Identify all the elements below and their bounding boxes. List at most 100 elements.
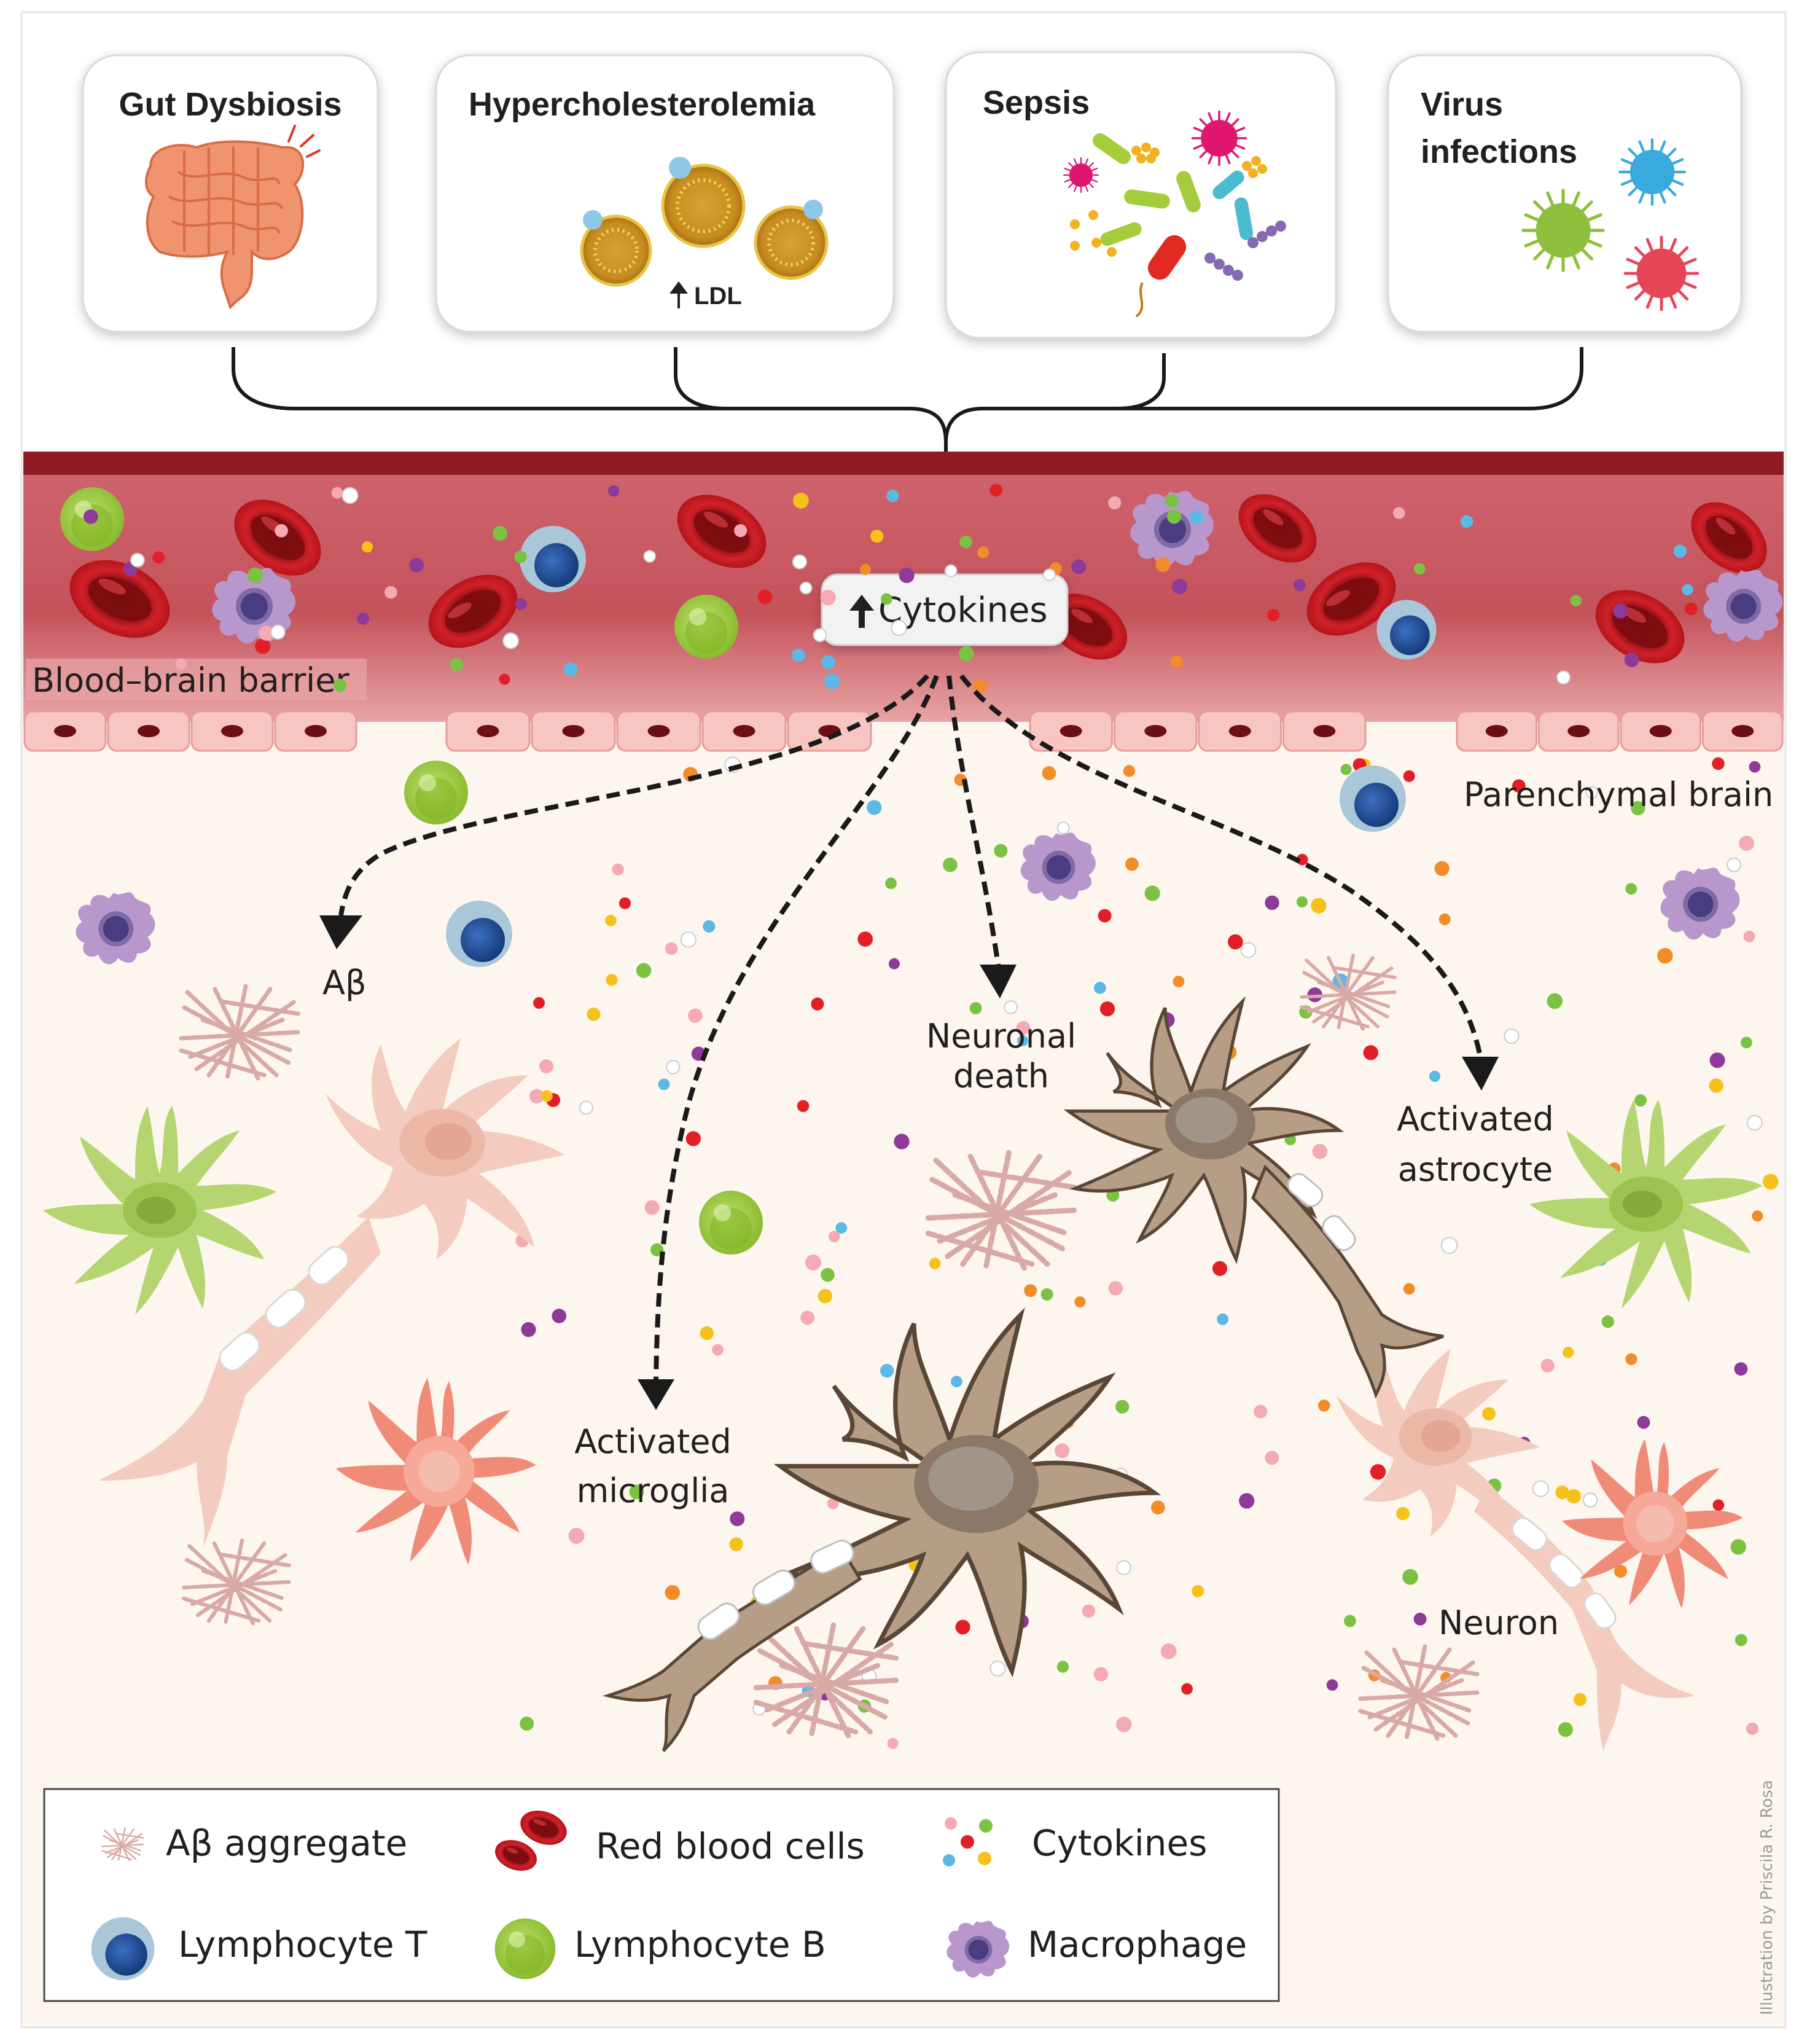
cytokine-particle xyxy=(959,535,972,549)
gut-dysbiosis-title: Gut Dysbiosis xyxy=(119,86,341,123)
cytokine-particle xyxy=(1625,1353,1637,1365)
neuron-axon xyxy=(1474,1487,1695,1751)
cytokine-particle xyxy=(1402,1568,1418,1585)
cytokine-particle xyxy=(958,646,974,662)
cytokine-particle xyxy=(331,487,343,499)
legend-lymphocyte-b-icon xyxy=(494,1918,556,1979)
cytokine-particle xyxy=(1762,1173,1779,1190)
cytokine-particle xyxy=(835,1222,848,1234)
cytokine-particle xyxy=(643,550,657,563)
cytokine-particle xyxy=(521,1322,536,1337)
cytokine-particle xyxy=(1749,761,1761,773)
cytokine-particle xyxy=(1685,602,1698,616)
cytokine-particle xyxy=(977,546,989,558)
neuronal-death-label-line2: death xyxy=(953,1057,1049,1095)
cytokine-particle xyxy=(1370,1464,1386,1480)
cytokine-particle xyxy=(1504,1028,1520,1044)
cytokine-particle xyxy=(665,1584,681,1600)
cytokine-particle xyxy=(797,1100,810,1113)
endothelial-nucleus xyxy=(1060,725,1082,737)
cytokine-particle xyxy=(929,1258,941,1269)
cytokine-particle xyxy=(1042,766,1056,780)
cytokine-particle xyxy=(619,897,631,909)
cytokine-particle xyxy=(1582,1492,1598,1508)
cytokine-particle xyxy=(259,625,275,641)
cytokine-particle xyxy=(1318,1400,1330,1412)
cytokine-particle xyxy=(1093,1667,1109,1682)
activated-astrocyte-label-line1: Activated xyxy=(1397,1100,1554,1138)
cytokine-particle xyxy=(1116,1560,1131,1576)
ldl-particles-icon xyxy=(580,157,829,287)
cytokine-particle xyxy=(1438,913,1451,925)
neuronal-death-label-line1: Neuronal xyxy=(926,1017,1076,1055)
endothelial-nucleus xyxy=(1228,725,1251,737)
cytokine-particle xyxy=(1743,930,1755,942)
cytokine-particle xyxy=(520,1717,534,1731)
legend-lymphocyte-t-icon xyxy=(91,1917,155,1981)
cytokine-particle xyxy=(943,857,958,872)
cytokine-particle xyxy=(730,1511,745,1527)
cytokine-particle xyxy=(1171,578,1187,595)
cytokine-particle xyxy=(1734,1362,1748,1376)
cytokine-particle xyxy=(1296,853,1308,866)
legend-lymphocyte-b: Lymphocyte B xyxy=(574,1924,826,1965)
cytokine-particle xyxy=(969,1002,982,1014)
cytokine-particle xyxy=(1746,1722,1759,1735)
bacteria-icon xyxy=(1063,110,1286,318)
cytokine-particle xyxy=(1265,895,1279,910)
cytokine-particle xyxy=(152,551,165,564)
cytokine-particle xyxy=(1746,1114,1763,1131)
cytokine-particle xyxy=(894,1134,910,1149)
cytokine-particles xyxy=(84,484,1779,1749)
cytokine-particle xyxy=(605,914,617,926)
cytokine-particle xyxy=(275,524,288,538)
illustration-credit: Illustration by Priscila R. Rosa xyxy=(1758,1780,1776,2015)
bbb-label-group: Blood–brain barrier xyxy=(26,659,367,700)
cytokine-particle xyxy=(1115,1717,1132,1733)
cytokine-particle xyxy=(493,526,508,541)
cytokine-particle xyxy=(1735,1634,1747,1647)
cytokine-particle xyxy=(891,619,907,636)
cytokine-particle xyxy=(1040,1288,1053,1301)
cytokine-particle xyxy=(1170,656,1183,668)
cytokine-particle xyxy=(1624,652,1639,667)
blood-brain-barrier-label: Blood–brain barrier xyxy=(32,661,349,700)
cytokine-particle xyxy=(1673,544,1687,558)
cytokine-particle xyxy=(793,493,809,509)
cytokine-particle xyxy=(1709,1078,1724,1093)
cytokine-particle xyxy=(1043,568,1056,581)
up-arrow-icon xyxy=(669,281,688,308)
cytokine-particle xyxy=(1396,1506,1410,1521)
cytokine-particle xyxy=(1071,559,1087,574)
cytokine-particle xyxy=(502,632,520,649)
cytokine-particle xyxy=(247,567,263,584)
cytokine-particle xyxy=(1482,1407,1496,1421)
cytokine-particle xyxy=(829,1231,840,1242)
endothelial-nucleus xyxy=(1567,725,1590,737)
legend-abeta-aggregate: Aβ aggregate xyxy=(166,1822,407,1864)
endothelial-nucleus xyxy=(221,725,243,737)
cytokine-particle xyxy=(541,1090,553,1102)
endothelial-nucleus xyxy=(477,725,499,737)
cytokine-particle xyxy=(1265,1451,1279,1465)
cytokine-particle xyxy=(1540,1358,1555,1372)
cytokines-label: Cytokines xyxy=(878,590,1048,630)
cytokine-particle xyxy=(989,484,1002,497)
cytokine-particle xyxy=(1601,1315,1614,1328)
cytokine-particle xyxy=(175,658,187,670)
cytokine-particle xyxy=(1254,1404,1268,1419)
abeta-label: Aβ xyxy=(322,963,366,1002)
cytokine-particle xyxy=(1212,1261,1228,1276)
cytokine-particle xyxy=(539,1059,553,1074)
cytokine-particle xyxy=(1682,584,1693,595)
cytokine-particle xyxy=(1227,934,1243,950)
activated-microglia-label-line2: microglia xyxy=(577,1471,730,1510)
cytokine-particle xyxy=(857,931,873,947)
cytokine-particle xyxy=(1555,1485,1569,1500)
cytokine-particle xyxy=(1155,557,1171,573)
sepsis-title: Sepsis xyxy=(983,84,1090,121)
cytokine-particle xyxy=(1108,1281,1123,1296)
cause-card-gut: Gut Dysbiosis xyxy=(82,54,379,333)
virus-title-line2: infections xyxy=(1421,133,1577,170)
cytokine-particle xyxy=(1403,1283,1415,1295)
